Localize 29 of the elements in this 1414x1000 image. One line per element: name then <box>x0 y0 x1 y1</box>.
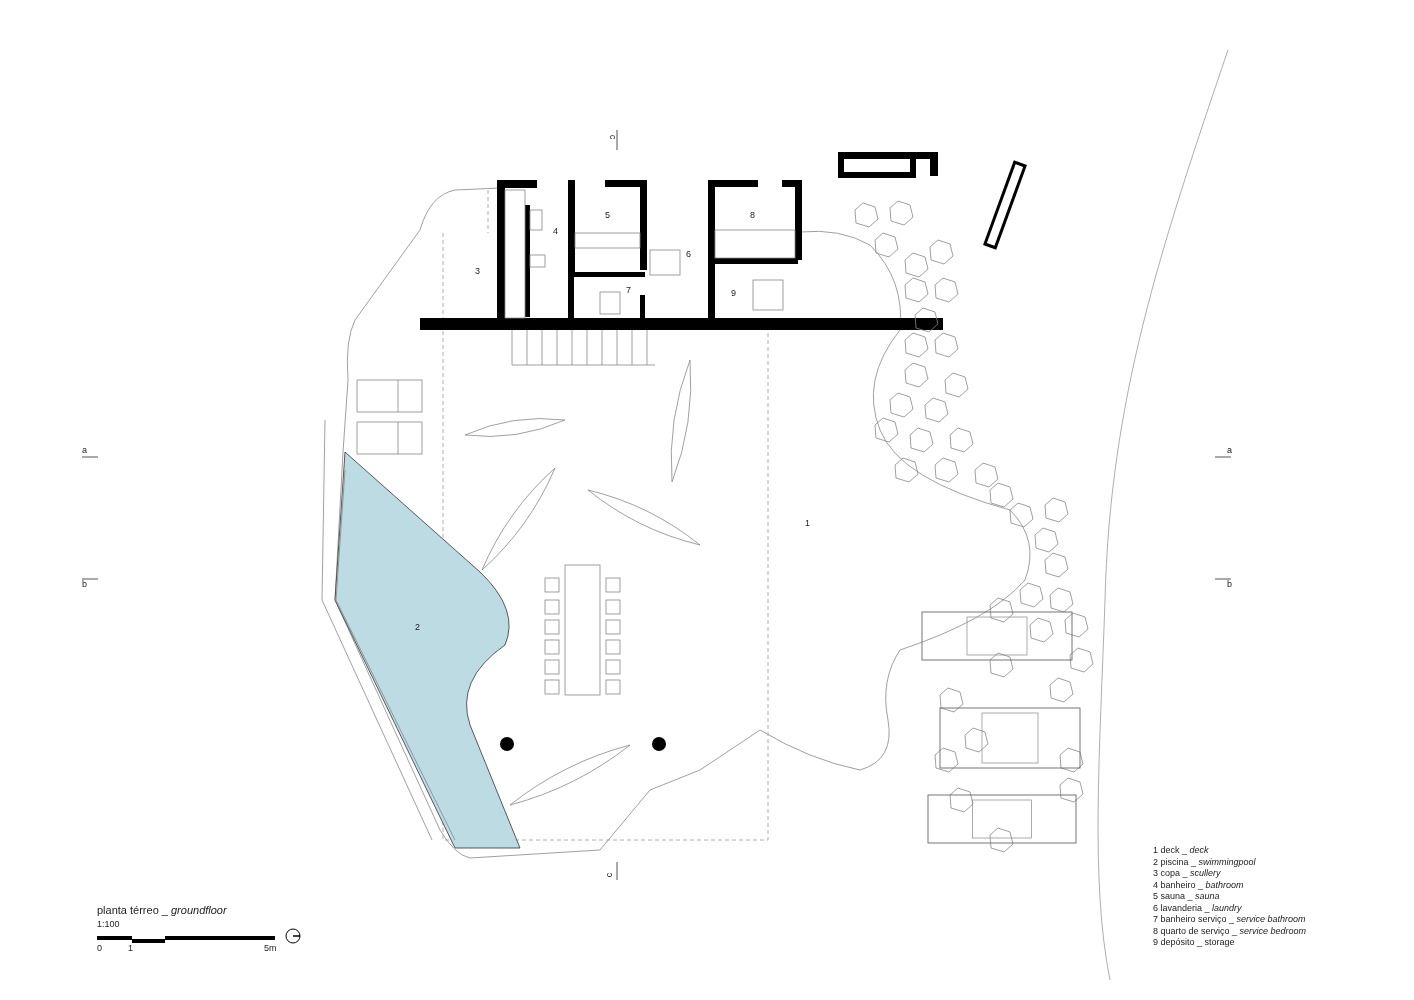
plan-title: planta térreo _ groundfloor <box>97 904 227 917</box>
room-number: 3 <box>475 267 480 277</box>
room-number: 9 <box>731 289 736 299</box>
legend-item: 7 banheiro serviço _ service bathroom <box>1153 915 1306 925</box>
room-number: 6 <box>686 250 691 260</box>
section-mark: c <box>605 872 616 878</box>
legend-item: 8 quarto de serviço _ service bedroom <box>1153 926 1307 937</box>
scale-tick-label: 0 <box>97 944 102 954</box>
room-number: 4 <box>553 227 558 237</box>
legend-item: 5 sauna _ sauna <box>1153 892 1220 902</box>
room-number: 5 <box>605 211 610 221</box>
legend-item: 3 copa _ scullery <box>1153 869 1221 879</box>
section-mark: b <box>82 580 87 590</box>
section-mark: a <box>82 446 87 456</box>
legend-item: 2 piscina _ swimmingpool <box>1153 857 1256 868</box>
scale-label: 1:100 <box>97 920 120 930</box>
room-number: 8 <box>750 211 755 221</box>
section-mark: c <box>607 134 618 140</box>
legend-item: 1 deck _ deck <box>1153 846 1209 856</box>
scale-tick-label: 5m <box>264 944 277 954</box>
legend-item: 4 banheiro _ bathroom <box>1153 880 1244 891</box>
room-number: 2 <box>415 623 420 633</box>
legend-item: 9 depósito _ storage <box>1153 938 1235 948</box>
legend-item: 6 lavanderia _ laundry <box>1153 903 1242 914</box>
room-number: 7 <box>626 286 631 296</box>
room-number: 1 <box>805 519 810 529</box>
scale-tick-label: 1 <box>128 944 133 954</box>
section-mark: a <box>1227 446 1232 456</box>
section-mark: b <box>1227 580 1232 590</box>
